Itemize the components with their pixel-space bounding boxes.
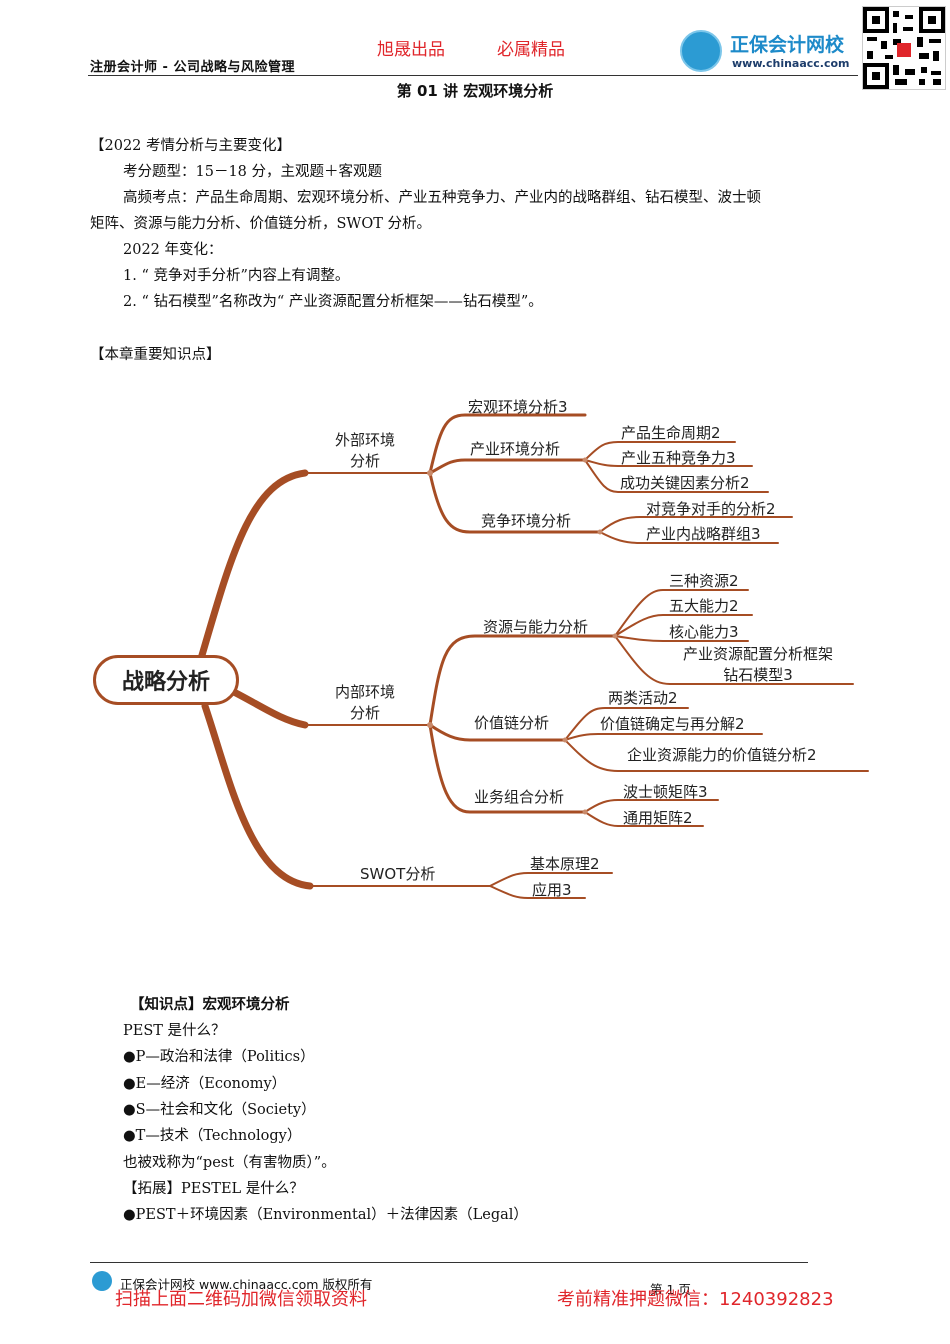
- competition-label: 竞争环境分析: [481, 512, 572, 530]
- leaf-bcg: [584, 799, 719, 813]
- promo-left: 扫描上面二维码加微信领取资料: [115, 1289, 367, 1310]
- two-act-label: 两类活动2: [608, 689, 678, 707]
- three-res-label: 三种资源2: [669, 572, 739, 590]
- promo-right: 考前精准押题微信：1240392823: [557, 1289, 834, 1310]
- macro-label: 宏观环境分析3: [468, 398, 568, 416]
- plc-label: 产品生命周期2: [621, 424, 721, 442]
- leaf-three-res: [614, 589, 749, 637]
- lecture-title: 第 01 讲 宏观环境分析: [396, 82, 554, 100]
- leaf-groups: [599, 531, 779, 544]
- slogan-left: 旭晟出品: [377, 40, 445, 60]
- leaf-plc: [584, 441, 736, 461]
- resource-label: 资源与能力分析: [483, 618, 589, 636]
- score-type: 考分题型：15－18 分，主观题＋客观题: [123, 164, 383, 180]
- footer-copyright: 正保会计网校 www.chinaacc.com 版权所有: [120, 1277, 373, 1292]
- leaf-five-cap: [614, 614, 753, 637]
- change-title: 2022 年变化：: [123, 242, 223, 258]
- logo-url: www.chinaacc.com: [732, 57, 850, 70]
- node-external: [427, 470, 433, 476]
- footer-logo-icon: [92, 1271, 112, 1291]
- leaf-ge: [584, 811, 704, 827]
- mindmap-root: 战略分析: [93, 655, 239, 705]
- slogan-right: 必属精品: [497, 40, 565, 60]
- five-cap-label: 五大能力2: [669, 597, 739, 615]
- knowledge-heading: 【知识点】宏观环境分析: [130, 996, 290, 1013]
- hot-points-line1: 高频考点：产品生命周期、宏观环境分析、产业五种竞争力、产业内的战略群组、钻石模型…: [123, 190, 761, 206]
- portfolio-label: 业务组合分析: [474, 788, 565, 806]
- node-industry: [582, 457, 588, 463]
- bcg-label: 波士顿矩阵3: [623, 783, 708, 801]
- course-title: 注册会计师 - 公司战略与风险管理: [90, 60, 295, 75]
- leaf-vc-company: [564, 739, 869, 772]
- leaf-competitor: [599, 516, 793, 533]
- vc-confirm-label: 价值链确定与再分解2: [600, 715, 745, 733]
- pestel-question: 【拓展】PESTEL 是什么？: [123, 1181, 304, 1197]
- hot-points-line2: 矩阵、资源与能力分析、价值链分析，SWOT 分析。: [90, 216, 432, 232]
- branch-resource: [428, 634, 617, 727]
- competitor-label: 对竞争对手的分析2: [646, 500, 776, 518]
- internal-label-2: 分析: [349, 704, 380, 722]
- ge-label: 通用矩阵2: [623, 809, 693, 827]
- industry-label: 产业环境分析: [470, 440, 561, 458]
- qr-pattern: [863, 7, 945, 89]
- leaf-apply: [489, 885, 586, 899]
- header-rule: [88, 75, 858, 76]
- five-forces-label: 产业五种竞争力3: [621, 449, 736, 467]
- vc-company-label: 企业资源能力的价值链分析2: [627, 746, 817, 764]
- branch-internal: [226, 686, 309, 729]
- logo-name: 正保会计网校: [730, 34, 845, 56]
- node-resource: [612, 633, 618, 639]
- leaf-two-act: [564, 707, 689, 741]
- diamond-label-1: 产业资源配置分析框架: [682, 645, 833, 663]
- intro-heading: 【2022 考情分析与主要变化】: [90, 138, 292, 154]
- leaf-five-forces: [584, 459, 753, 467]
- leaf-core-cap: [614, 635, 749, 642]
- leaf-diamond: [614, 635, 854, 685]
- branch-value-chain: [428, 723, 567, 742]
- branch-swot: [201, 702, 314, 890]
- basic-label: 基本原理2: [530, 855, 600, 873]
- pest-e: ●E—经济（Economy）: [123, 1076, 287, 1092]
- apply-label: 应用3: [532, 881, 572, 899]
- leaf-vc-confirm: [564, 733, 763, 741]
- groups-label: 产业内战略群组3: [646, 525, 761, 543]
- pest-p: ●P—政治和法律（Politics）: [123, 1049, 315, 1065]
- external-label-1: 外部环境: [334, 431, 395, 449]
- ksf-label: 成功关键因素分析2: [620, 474, 750, 492]
- node-internal: [427, 722, 433, 728]
- branch-macro: [428, 413, 587, 475]
- core-cap-label: 核心能力3: [669, 623, 739, 641]
- external-label-2: 分析: [349, 452, 380, 470]
- pestel-answer: ●PEST＋环境因素（Environmental）＋法律因素（Legal）: [123, 1207, 528, 1223]
- leaf-ksf: [584, 459, 769, 493]
- footer-rule: [90, 1262, 808, 1263]
- internal-label-1: 内部环境: [334, 683, 395, 701]
- pest-s: ●S—社会和文化（Society）: [123, 1102, 316, 1118]
- change-item-1: 1. “ 竞争对手分析”内容上有调整。: [123, 268, 350, 284]
- change-item-2: 2. “ 钻石模型”名称改为“ 产业资源配置分析框架——钻石模型”。: [123, 294, 543, 310]
- pest-t: ●T—技术（Technology）: [123, 1128, 302, 1144]
- branch-industry: [428, 458, 587, 475]
- branch-external: [196, 469, 309, 666]
- swot-label: SWOT分析: [360, 865, 436, 883]
- node-value-chain: [562, 737, 568, 743]
- branch-competition: [428, 471, 602, 534]
- pest-nickname: 也被戏称为“pest（有害物质）”。: [123, 1155, 336, 1171]
- node-portfolio: [582, 809, 588, 815]
- pest-question: PEST 是什么？: [123, 1023, 226, 1039]
- qr-code-icon: [862, 6, 946, 90]
- logo-icon: [680, 30, 722, 72]
- diamond-label-2: 钻石模型3: [723, 666, 793, 684]
- node-competition: [597, 529, 603, 535]
- key-points-heading: 【本章重要知识点】: [90, 347, 221, 363]
- page-number: 第 1 页: [650, 1282, 691, 1297]
- branch-portfolio: [428, 723, 587, 814]
- value-chain-label: 价值链分析: [474, 714, 550, 732]
- leaf-basic: [489, 872, 613, 887]
